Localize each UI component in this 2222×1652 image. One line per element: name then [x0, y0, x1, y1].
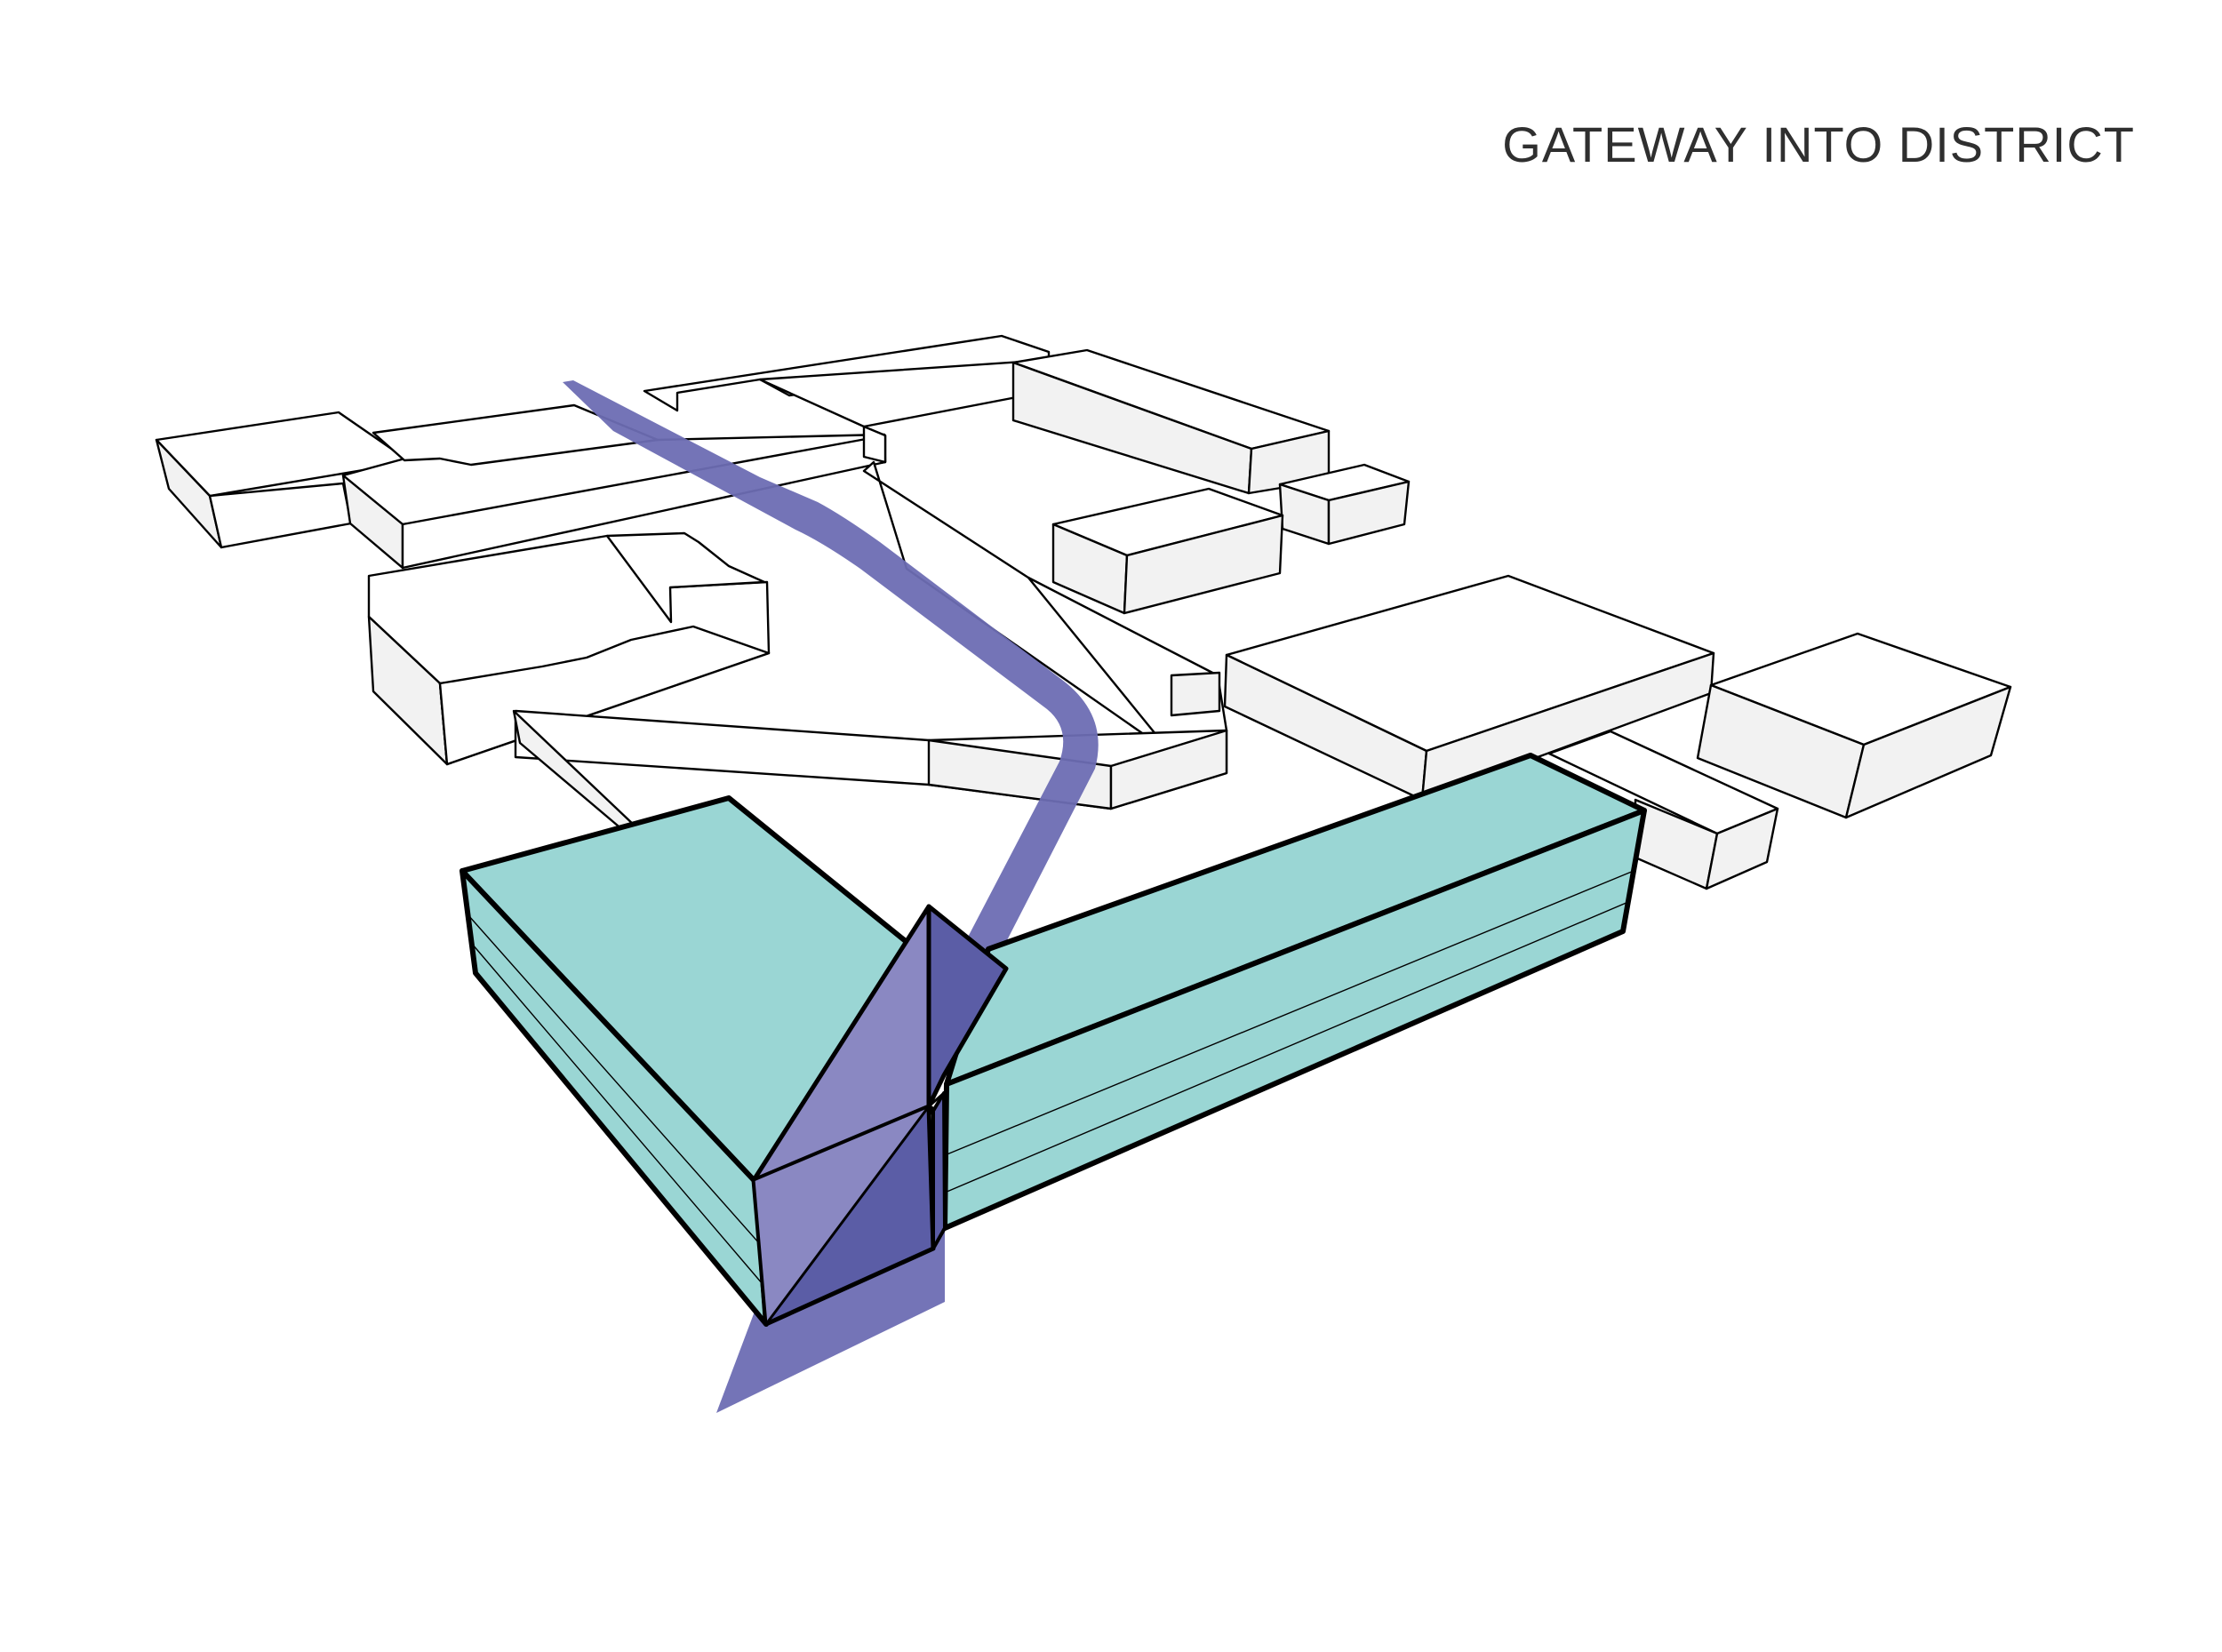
context-building-southeast-small: [1547, 730, 1779, 890]
diagram-title: GATEWAY INTO DISTRICT: [1502, 116, 2135, 172]
context-building-northeast-large: [1011, 348, 1331, 495]
context-building-north-centre: [643, 334, 1051, 464]
gateway-volume: [751, 904, 1009, 1327]
context-building-east-large: [1223, 574, 1715, 802]
context-building-far-east: [1696, 632, 2012, 819]
context-building-low-bar: [514, 709, 1228, 810]
context-building-row-west: [155, 411, 412, 549]
context-building-centre-east: [1051, 487, 1284, 615]
context-building-row-north: [341, 403, 887, 570]
context-buildings: [155, 334, 2012, 890]
proposed-building: [460, 753, 1647, 1327]
context-building-northeast-small: [1278, 463, 1411, 546]
